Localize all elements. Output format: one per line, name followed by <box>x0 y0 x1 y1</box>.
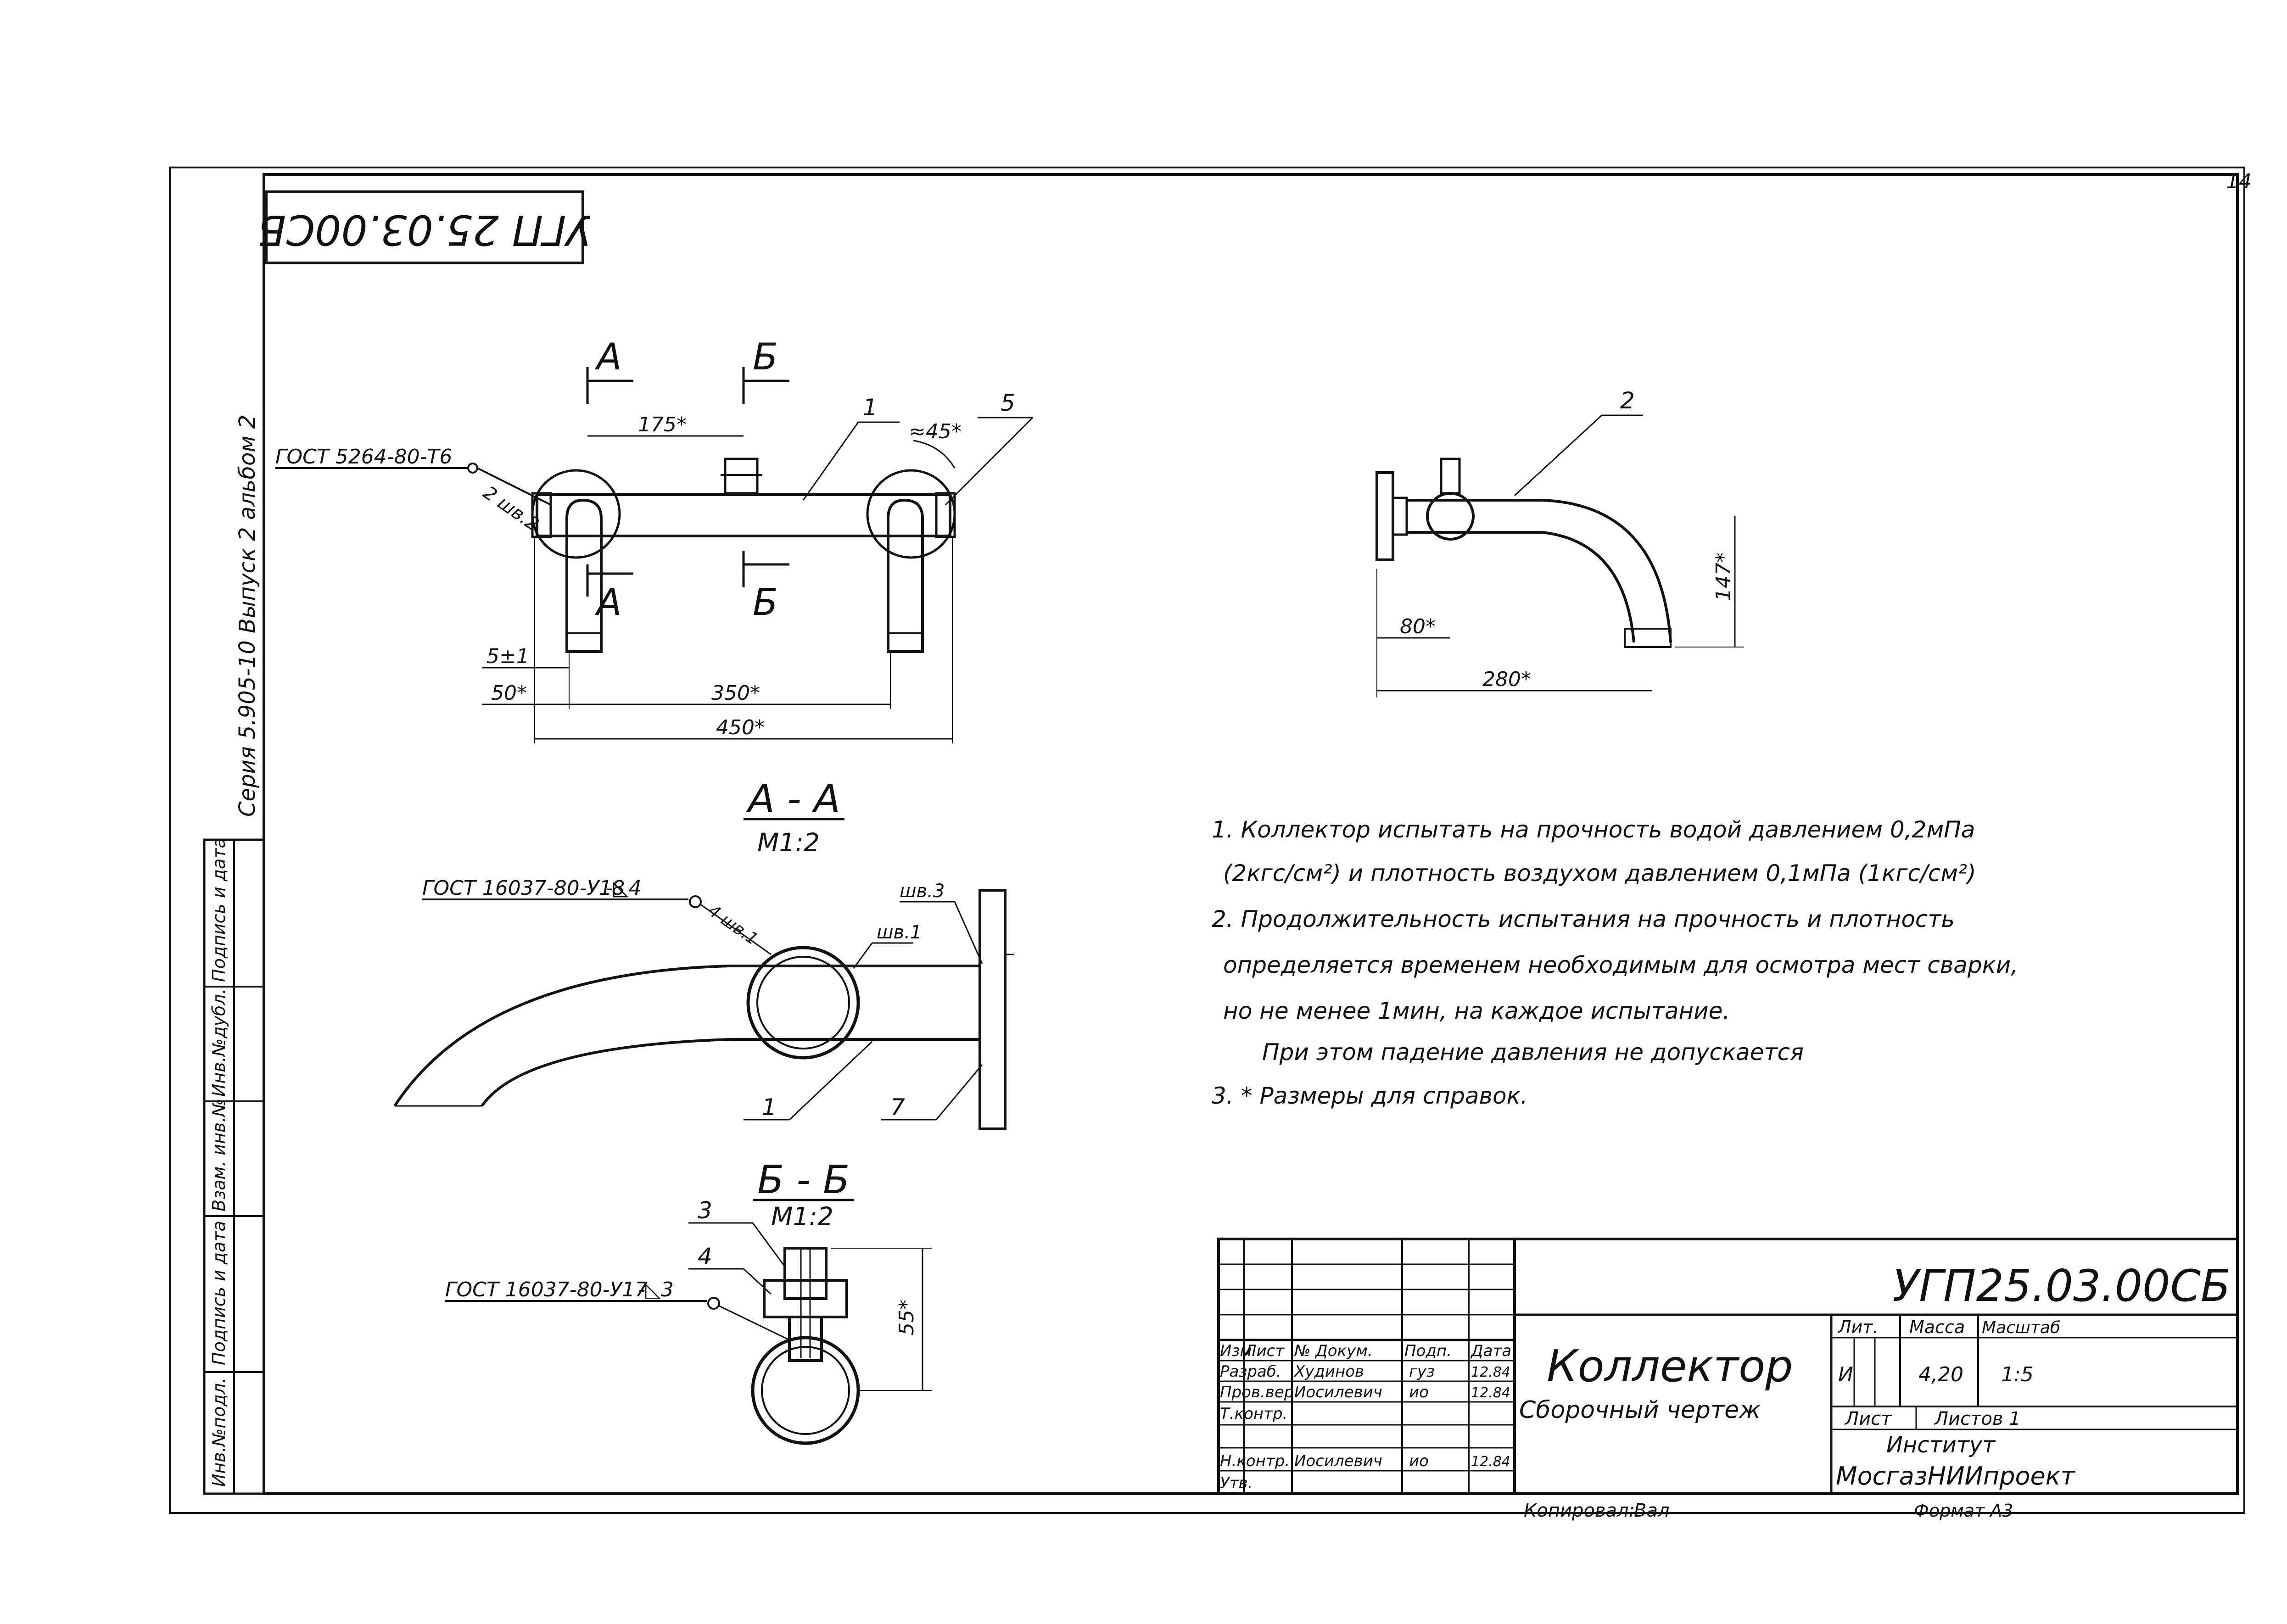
col-izm: Изм <box>1220 1342 1252 1360</box>
row-razrab-role: Разраб. <box>1220 1362 1281 1381</box>
aa-seam-3: шв.3 <box>900 881 945 902</box>
note-line-1: (2кгс/см²) и плотность воздухом давление… <box>1223 860 1976 887</box>
note-line-3: определяется временем необходимым для ос… <box>1223 952 2018 978</box>
row-prov-date: 12.84 <box>1471 1385 1510 1401</box>
side-col-3: Инв.№дубл. <box>209 988 229 1097</box>
col-list: Лист <box>1244 1342 1285 1360</box>
section-aa-title: А - А <box>746 776 840 822</box>
aa-callout-1: 1 <box>762 1094 777 1121</box>
dim-50: 50* <box>491 681 527 705</box>
row-nkontr-date: 12.84 <box>1471 1454 1510 1470</box>
top-view: А А Б Б ГОСТ 5264-80-Т6 2 шв.2 175* ≈45*… <box>275 335 1034 743</box>
title-doc-code: УГП25.03.00СБ <box>1892 1261 2231 1311</box>
note-line-2: 2. Продолжительность испытания на прочно… <box>1212 906 1955 932</box>
title-block: УГП25.03.00СБ Коллектор Сборочный чертеж… <box>1217 1238 2239 1521</box>
scale-label: Масштаб <box>1982 1318 2060 1337</box>
aa-callout-7: 7 <box>890 1094 905 1121</box>
side-col-4: Подпись и дата <box>209 837 229 982</box>
section-aa-scale: М1:2 <box>757 828 820 857</box>
copied-sign: Вал <box>1634 1500 1670 1521</box>
top-callout-5: 5 <box>1001 390 1015 416</box>
note-line-0: 1. Коллектор испытать на прочность водой… <box>1212 816 1975 843</box>
dim-175: 175* <box>638 413 687 436</box>
note-line-6: 3. * Размеры для справок. <box>1212 1083 1528 1109</box>
lit-value: И <box>1838 1363 1853 1386</box>
row-razrab-name: Худинов <box>1293 1362 1364 1381</box>
sheets-label: Листов 1 <box>1934 1408 2021 1429</box>
bb-weld-note: ГОСТ 16037-80-У17 <box>445 1278 648 1301</box>
title-subtitle: Сборочный чертеж <box>1519 1396 1761 1424</box>
dim-350: 350* <box>711 681 760 705</box>
row-prov-name: Иосилевич <box>1294 1383 1382 1401</box>
side-callout-2: 2 <box>1620 387 1635 414</box>
section-a-bottom: А <box>594 581 622 624</box>
dim-450: 450* <box>716 716 765 739</box>
mass-value: 4,20 <box>1918 1363 1963 1386</box>
rotated-code-box: УГП 25.03.00СБ <box>258 190 592 264</box>
institute-line2: МосгазНИИпроект <box>1836 1462 2075 1490</box>
row-tkontr-role: Т.контр. <box>1220 1405 1287 1423</box>
col-sign: Подп. <box>1404 1342 1452 1360</box>
bb-callout-3: 3 <box>698 1197 712 1224</box>
row-nkontr-role: Н.контр. <box>1220 1452 1290 1470</box>
aa-weld-symbol: -◺4 <box>606 876 642 900</box>
row-nkontr-name: Иосилевич <box>1294 1452 1382 1470</box>
section-b-bottom: Б <box>753 581 778 624</box>
technical-notes: 1. Коллектор испытать на прочность водой… <box>1212 816 2018 1109</box>
rotated-code-text: УГП 25.03.00СБ <box>258 206 592 254</box>
row-prov-sign: ио <box>1409 1383 1429 1401</box>
dim-55: 55* <box>895 1300 918 1335</box>
side-view: 2 80* 280* 147* <box>1376 387 1744 698</box>
title-name: Коллектор <box>1547 1341 1793 1392</box>
section-a-top: А <box>594 335 622 378</box>
mass-label: Масса <box>1909 1317 1965 1337</box>
col-doc: № Докум. <box>1293 1342 1373 1360</box>
aa-weld-count: 4 шв.1 <box>705 901 761 949</box>
section-aa: А - А М1:2 ГОСТ 16037-80-У18 -◺4 4 шв.1 … <box>393 776 1014 1130</box>
page-number: 14 <box>2226 170 2252 193</box>
side-col-2: Взам. инв.№ <box>209 1099 229 1211</box>
row-razrab-date: 12.84 <box>1471 1364 1510 1380</box>
top-weld-note: ГОСТ 5264-80-Т6 <box>275 445 452 469</box>
dim-147: 147* <box>1712 552 1735 601</box>
series-text: Серия 5.905-10 Выпуск 2 альбом 2 <box>235 415 260 817</box>
section-bb-title: Б - Б <box>757 1157 850 1203</box>
row-utv-role: Утв. <box>1220 1474 1253 1492</box>
copied-label: Копировал: <box>1524 1500 1635 1521</box>
section-bb-scale: М1:2 <box>771 1202 833 1231</box>
lit-label: Лит. <box>1837 1317 1879 1337</box>
institute-line1: Институт <box>1886 1432 1996 1458</box>
top-callout-1: 1 <box>863 394 878 421</box>
dim-5: 5±1 <box>486 645 529 668</box>
bb-weld-symbol: -◺3 <box>638 1278 674 1301</box>
row-nkontr-sign: ио <box>1409 1452 1429 1470</box>
col-date: Дата <box>1470 1342 1511 1360</box>
side-strip: Серия 5.905-10 Выпуск 2 альбом 2 Инв.№по… <box>203 415 265 1495</box>
side-col-0: Инв.№подл. <box>209 1378 229 1487</box>
note-line-5: При этом падение давления не допускается <box>1262 1039 1804 1066</box>
sheet-label: Лист <box>1844 1408 1892 1429</box>
row-razrab-sign: гуз <box>1409 1362 1435 1381</box>
dim-45: ≈45* <box>909 420 962 443</box>
aa-seam-1: шв.1 <box>877 922 922 943</box>
bb-callout-4: 4 <box>698 1243 712 1270</box>
row-prov-role: Пров.вер. <box>1220 1383 1299 1401</box>
note-line-4: но не менее 1мин, на каждое испытание. <box>1223 998 1730 1024</box>
format-label: Формат А3 <box>1914 1501 2013 1521</box>
aa-weld-note: ГОСТ 16037-80-У18 <box>422 876 625 900</box>
scale-value: 1:5 <box>2001 1363 2034 1386</box>
dim-280: 280* <box>1482 668 1531 691</box>
dim-80: 80* <box>1400 615 1436 638</box>
section-bb: Б - Б М1:2 3 4 ГОСТ 16037-80-У17 -◺3 55* <box>445 1157 932 1445</box>
section-b-top: Б <box>753 335 778 378</box>
side-col-1: Подпись и дата <box>209 1221 229 1365</box>
